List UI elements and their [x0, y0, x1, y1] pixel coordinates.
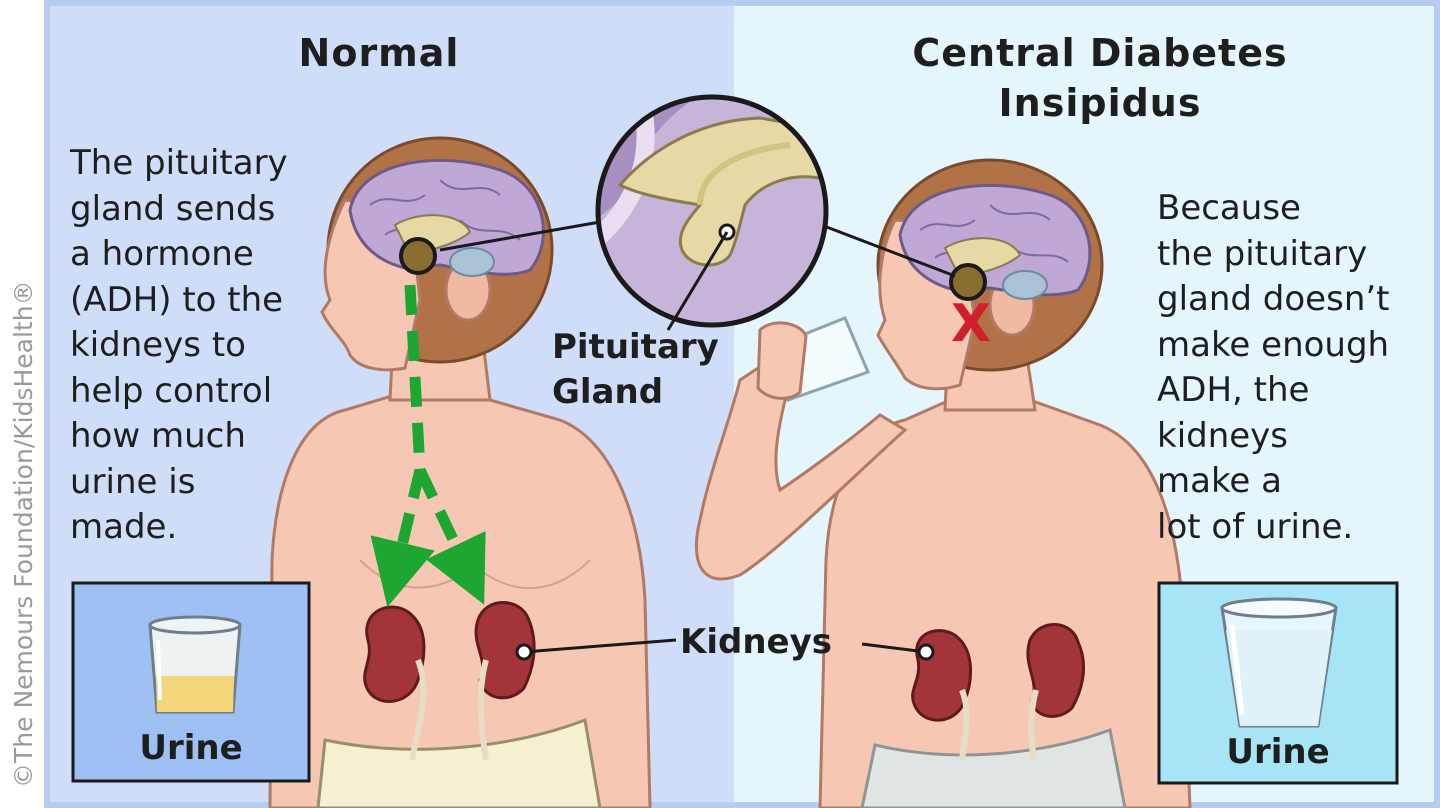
- copyright-notice: ©The Nemours Foundation/KidsHealth®: [9, 280, 38, 788]
- adh-arrow-right: [415, 467, 486, 605]
- normal-urine-label: Urine: [139, 728, 243, 768]
- pituitary-gland-label: Pituitary Gland: [552, 327, 719, 412]
- concentrated-urine-fill: [156, 676, 234, 712]
- normal-shorts: [316, 717, 602, 808]
- cdi-panel-title: Central Diabetes Insipidus: [912, 31, 1288, 125]
- normal-pituitary-marker: [399, 237, 437, 275]
- normal-description: The pituitary gland sends a hormone (ADH…: [70, 143, 288, 547]
- kidney-callout-line-left: [523, 638, 677, 654]
- kidneys-label: Kidneys: [680, 622, 833, 662]
- cdi-raised-arm: [694, 358, 908, 581]
- inset-connector-left: [439, 220, 601, 252]
- cdi-urine-box: [1157, 581, 1399, 785]
- kidney-callout-line-right: [861, 642, 927, 654]
- cdi-child-figure: [694, 158, 1192, 808]
- blocked-signal-marker: X: [951, 294, 991, 354]
- inset-frame: [595, 94, 829, 328]
- normal-panel-title: Normal: [298, 31, 460, 75]
- cdi-shorts: [860, 727, 1127, 808]
- dilute-urine-fill: [1226, 630, 1332, 726]
- inset-connector-right: [823, 224, 956, 278]
- cdi-kidney-right: [1026, 623, 1086, 718]
- cdi-urine-label: Urine: [1226, 732, 1330, 772]
- kidney-callouts: [515, 638, 935, 661]
- cdi-description: Because the pituitary gland doesn’t make…: [1157, 188, 1390, 547]
- cdi-kidney-left: [911, 629, 973, 722]
- cdi-pituitary-marker: [949, 263, 987, 301]
- normal-kidney-left: [363, 605, 426, 703]
- pituitary-callout-line: [666, 231, 729, 331]
- normal-urine-box: [71, 581, 311, 783]
